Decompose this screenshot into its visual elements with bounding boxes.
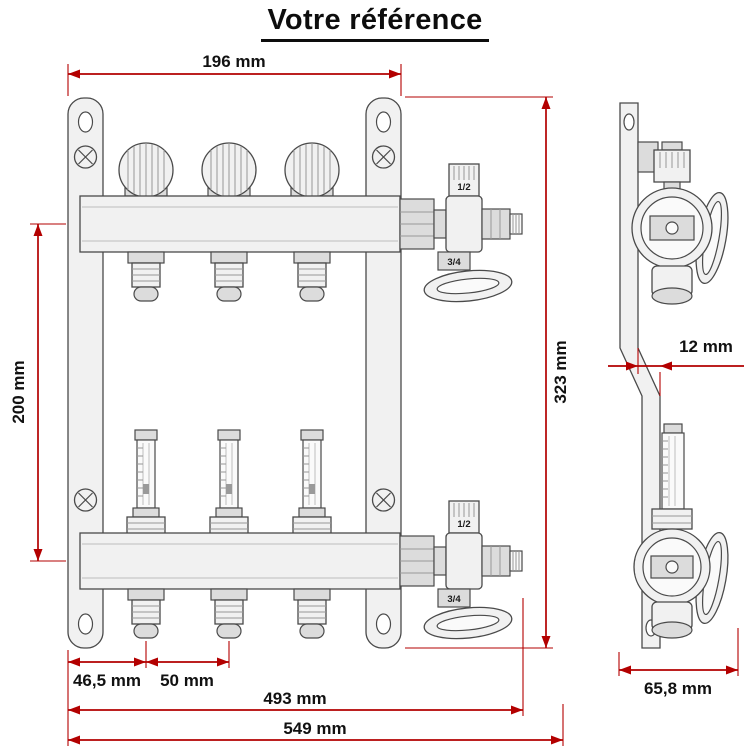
dimension-inner-width: 493 mm: [67, 598, 524, 716]
dim-label-depth: 65,8 mm: [644, 679, 712, 698]
bracket-hole: [77, 613, 94, 635]
union-nut: [399, 535, 435, 587]
dim-label-first-outlet: 46,5 mm: [73, 671, 141, 690]
arrow-icon: [146, 657, 158, 667]
arrow-icon: [541, 97, 551, 109]
dimension-first-outlet: 46,5 mm: [67, 641, 147, 690]
bracket-screw-icon: [73, 488, 98, 512]
dim-label-outlet-spacing: 50 mm: [160, 671, 214, 690]
arrow-icon: [551, 735, 563, 745]
dim-label-top-width: 196 mm: [202, 52, 265, 71]
side-valve-top: [631, 141, 735, 305]
union-size-label-bottom: 3/4: [447, 594, 461, 605]
dimension-outlet-spacing: 50 mm: [146, 641, 230, 690]
outlet-fitting: [293, 588, 331, 639]
arrow-icon: [511, 705, 523, 715]
return-manifold-bar: [79, 532, 401, 590]
dimension-total-width: 549 mm: [67, 704, 564, 746]
flow-meter: [126, 429, 166, 536]
arrow-icon: [68, 705, 80, 715]
bracket-hole: [77, 111, 94, 133]
flow-meter: [292, 429, 332, 536]
dimension-left-height: 200 mm: [9, 223, 66, 562]
arrow-icon: [33, 549, 43, 561]
page-title-wrap: Votre référence: [0, 4, 750, 42]
arrow-icon: [134, 657, 146, 667]
thermostatic-cap: [118, 142, 174, 198]
ball-valve-top: [433, 163, 523, 271]
valve-size-label-bottom: 1/2: [457, 519, 470, 530]
arrow-icon: [217, 657, 229, 667]
supply-manifold-bar: [79, 195, 401, 253]
outlet-fitting: [210, 588, 248, 639]
dim-label-right-height: 323 mm: [551, 340, 570, 403]
dimension-depth: 65,8 mm: [618, 628, 739, 698]
side-valve-bottom: [633, 423, 735, 639]
bracket-screw-icon: [371, 488, 396, 512]
side-view: [619, 102, 735, 649]
bracket-hole: [375, 111, 392, 133]
dim-label-inner-width: 493 mm: [263, 689, 326, 708]
arrow-icon: [68, 69, 80, 79]
front-view: 1/2 3/4 1/2 3/4: [67, 97, 523, 649]
dim-label-plate-offset: 12 mm: [679, 337, 733, 356]
page-title: Votre référence: [261, 4, 489, 42]
outlet-fitting: [210, 251, 248, 302]
dim-label-left-height: 200 mm: [9, 360, 28, 423]
arrow-icon: [726, 665, 738, 675]
bracket-screw-icon: [73, 145, 98, 169]
union-size-label-top: 3/4: [447, 257, 461, 268]
flow-meter: [209, 429, 249, 536]
outlet-fitting: [293, 251, 331, 302]
bracket-screw-icon: [371, 145, 396, 169]
arrow-icon: [33, 224, 43, 236]
bracket-hole: [375, 613, 392, 635]
arrow-icon: [660, 361, 672, 371]
valve-size-label-top: 1/2: [457, 182, 470, 193]
arrow-icon: [68, 657, 80, 667]
outlet-fitting: [127, 588, 165, 639]
arrow-icon: [68, 735, 80, 745]
arrow-icon: [541, 636, 551, 648]
thermostatic-cap: [284, 142, 340, 198]
ball-valve-bottom: [433, 500, 523, 608]
thermostatic-cap: [201, 142, 257, 198]
arrow-icon: [389, 69, 401, 79]
dimension-plate-offset: 12 mm: [608, 337, 744, 396]
union-nut: [399, 198, 435, 250]
valve-handle-loop: [422, 265, 514, 307]
valve-handle-loop: [422, 602, 514, 644]
bracket-hole: [623, 113, 635, 131]
arrow-icon: [626, 361, 638, 371]
arrow-icon: [619, 665, 631, 675]
outlet-fitting: [127, 251, 165, 302]
dim-label-total-width: 549 mm: [283, 719, 346, 738]
dimension-right-height: 323 mm: [405, 96, 570, 649]
dimension-top-width: 196 mm: [67, 52, 402, 96]
